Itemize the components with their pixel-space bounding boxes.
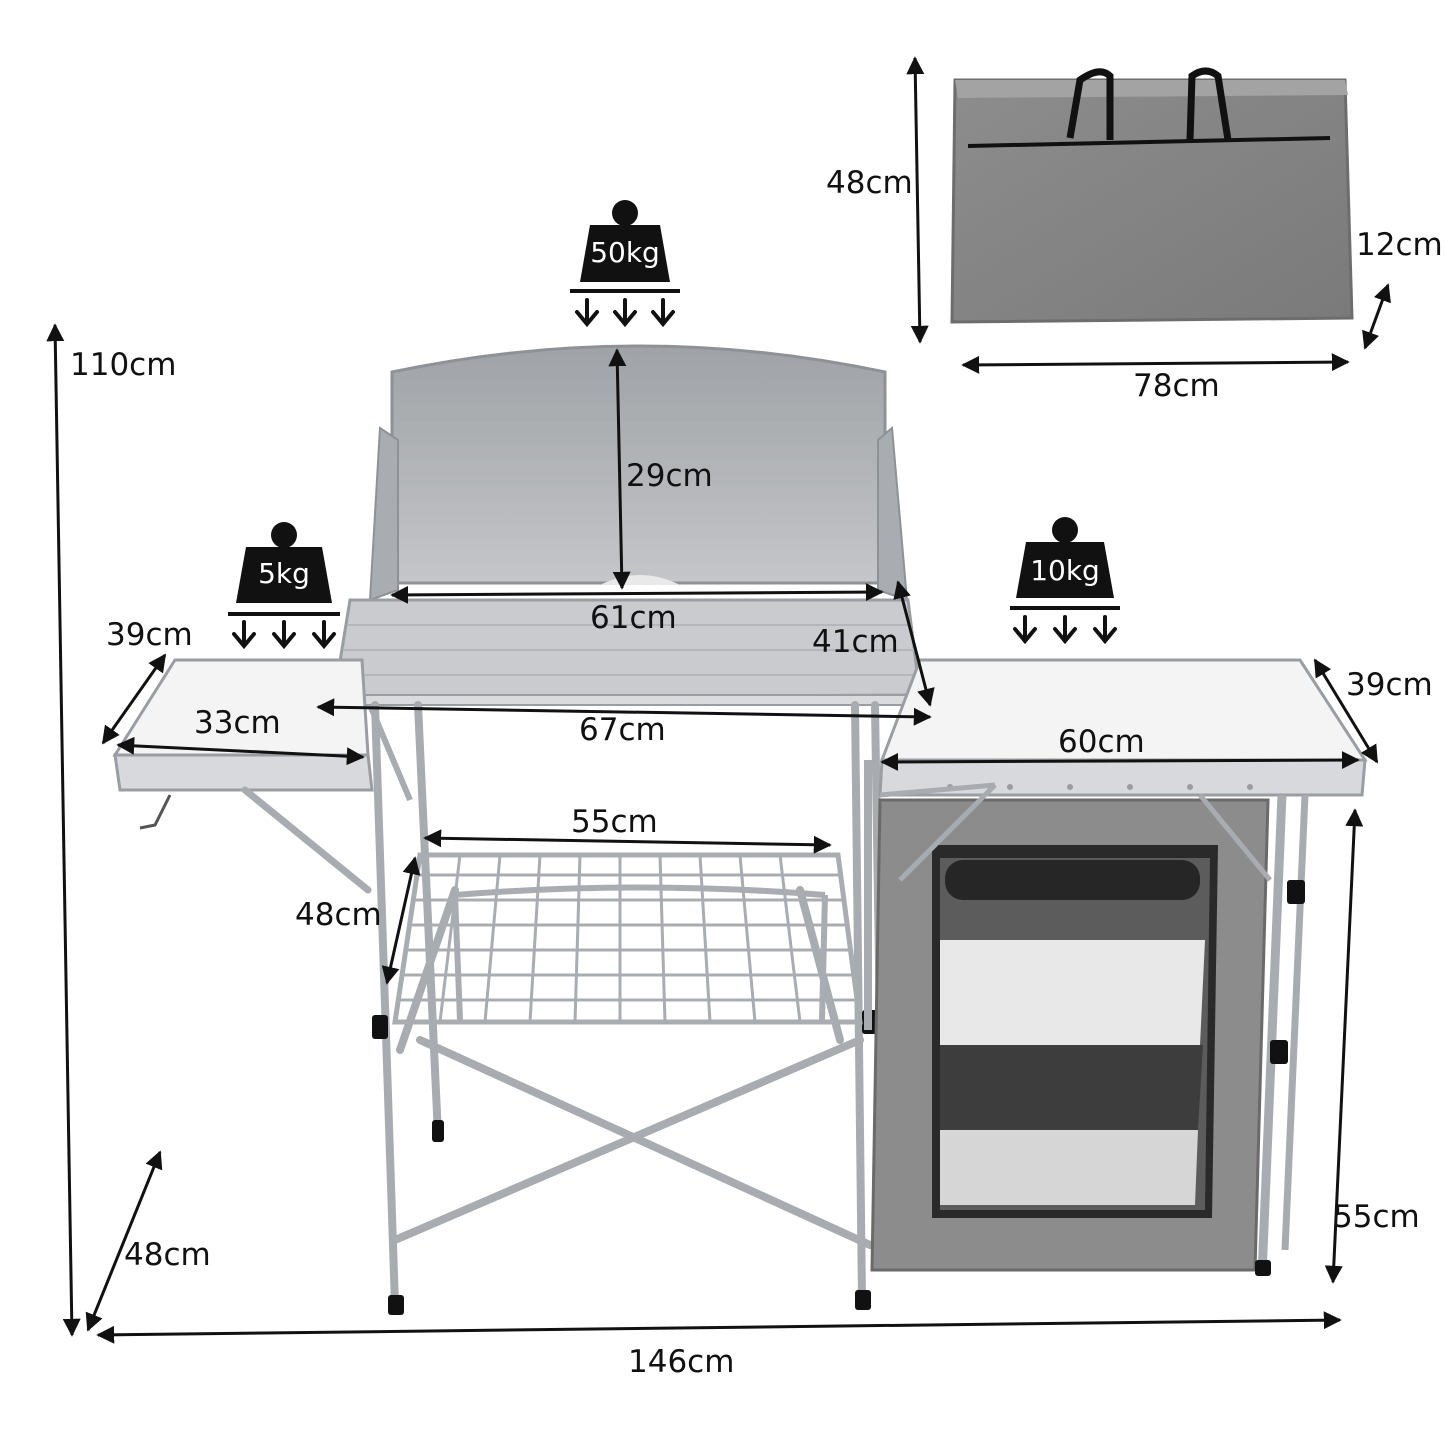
center-width-arrow <box>316 698 932 726</box>
label-bag-height: 48cm <box>826 165 913 201</box>
left-wing-depth-arrow <box>101 653 167 745</box>
left-wing-table <box>112 658 413 894</box>
label-right-wing-depth: 39cm <box>1346 667 1433 703</box>
label-left-wing-width: 33cm <box>194 705 281 741</box>
weight-icon-10kg: 10kg <box>1010 517 1120 645</box>
label-overall-depth: 48cm <box>124 1237 211 1273</box>
overall-height-arrow <box>46 323 81 1337</box>
label-bag-thickness: 12cm <box>1356 227 1443 263</box>
label-center-depth: 41cm <box>812 624 899 660</box>
right-wing-width-arrow <box>880 751 1360 771</box>
windscreen <box>368 344 909 602</box>
load-left-text: 5kg <box>258 557 310 590</box>
center-frame <box>371 701 884 1309</box>
label-shelf-width: 55cm <box>571 804 658 840</box>
bag-thickness-arrow <box>1362 283 1391 350</box>
shelf-depth-arrow <box>381 856 421 985</box>
label-center-inner-width: 61cm <box>590 600 677 636</box>
center-inner-width-arrow <box>390 583 884 604</box>
wire-shelf <box>392 852 863 1025</box>
label-cabinet-height: 55cm <box>1333 1199 1420 1235</box>
label-windscreen-height: 29cm <box>626 458 713 494</box>
label-overall-width: 146cm <box>628 1344 735 1380</box>
load-center-text: 50kg <box>590 236 660 269</box>
bag-width-arrow <box>961 353 1350 374</box>
windscreen-height-arrow <box>608 348 631 590</box>
bag-height-arrow <box>906 56 929 344</box>
overall-depth-arrow <box>85 1150 163 1332</box>
weight-icon-5kg: 5kg <box>228 522 340 650</box>
carry-bag <box>950 67 1354 324</box>
storage-cabinet <box>864 760 1309 1276</box>
label-bag-width: 78cm <box>1133 368 1220 404</box>
label-shelf-depth: 48cm <box>295 897 382 933</box>
load-right-text: 10kg <box>1030 554 1100 587</box>
label-right-wing-width: 60cm <box>1058 724 1145 760</box>
cabinet-height-arrow <box>1324 808 1364 1284</box>
label-center-width: 67cm <box>579 712 666 748</box>
dimension-arrows <box>46 56 1391 1344</box>
left-wing-width-arrow <box>116 736 365 766</box>
shelf-width-arrow <box>423 829 832 854</box>
label-left-wing-depth: 39cm <box>106 617 193 653</box>
right-wing-depth-arrow <box>1313 658 1379 764</box>
label-overall-height: 110cm <box>70 347 177 383</box>
center-depth-arrow <box>893 580 935 707</box>
overall-width-arrow <box>96 1311 1342 1344</box>
weight-icon-50kg: 50kg <box>570 200 680 328</box>
